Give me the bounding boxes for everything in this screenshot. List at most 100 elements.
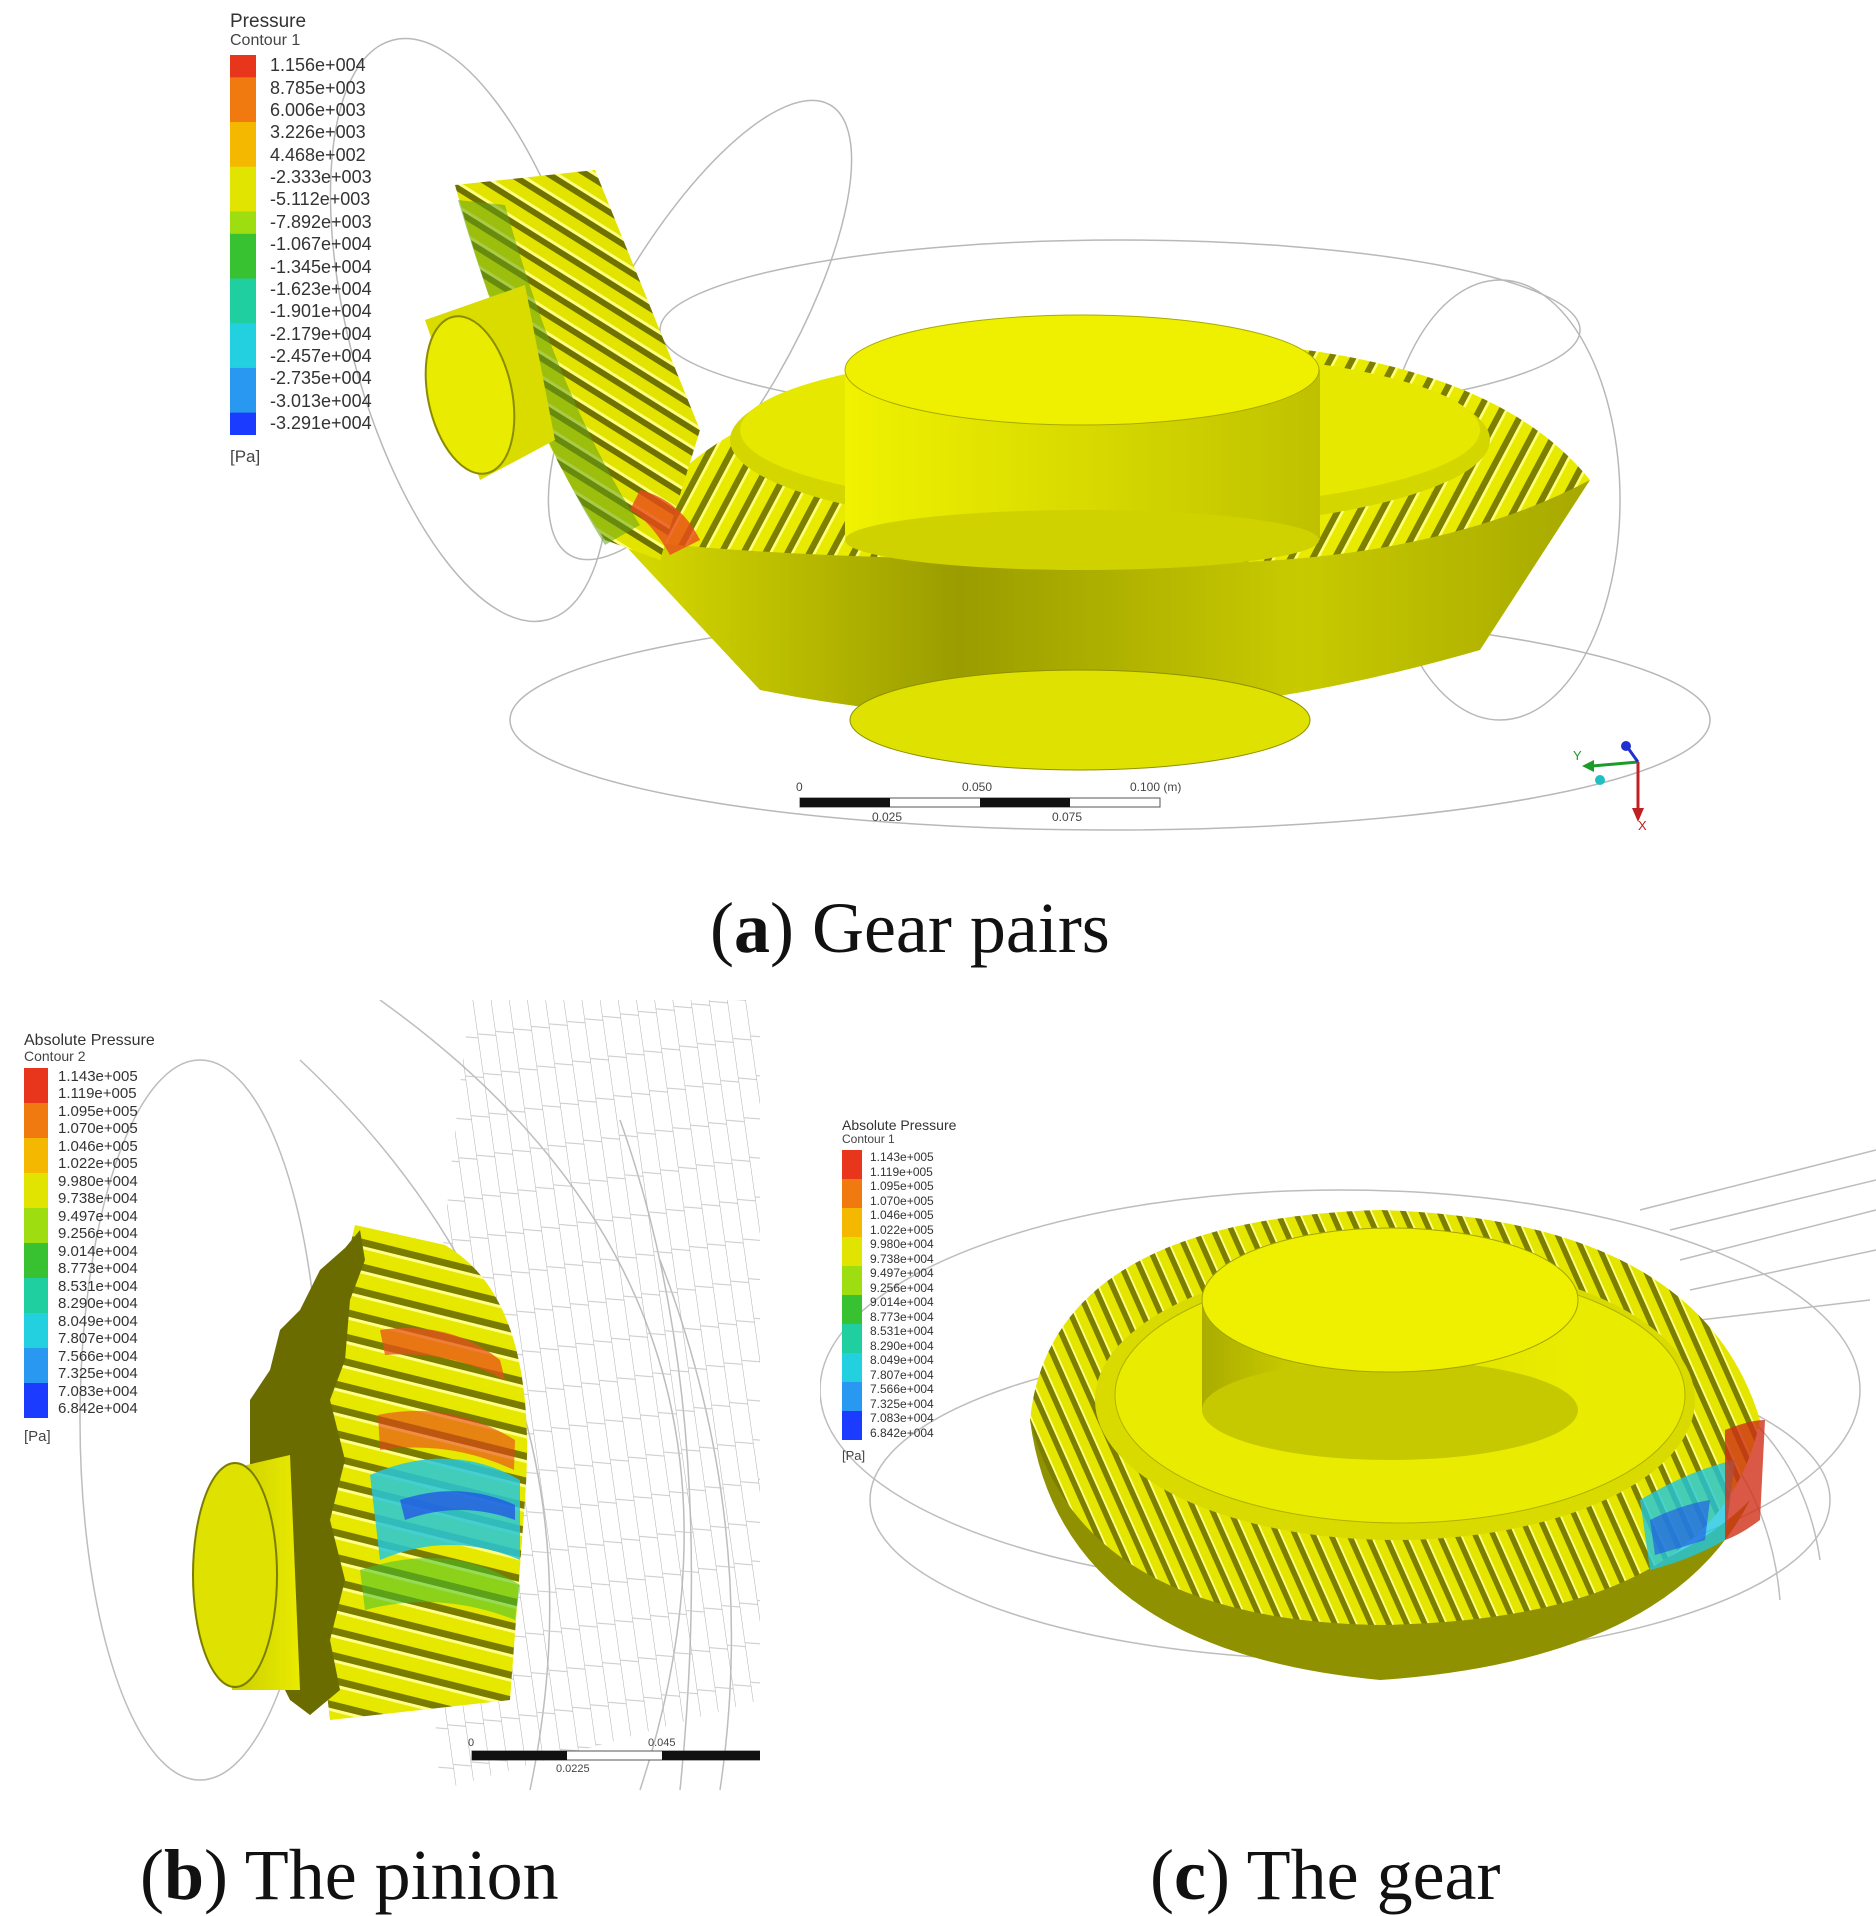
legend-tick-label: -1.901e+004 — [270, 301, 372, 322]
colorbar-segment — [842, 1396, 862, 1412]
legend-c-colorbar — [842, 1150, 862, 1440]
colorbar-segment — [842, 1425, 862, 1440]
legend-tick-label: 7.566e+004 — [870, 1382, 934, 1397]
pinion-lowest-pressure-zone — [400, 1491, 515, 1520]
colorbar-segment — [24, 1400, 48, 1418]
pinion-high-pressure-zone — [380, 1328, 505, 1380]
caption-c: (c) The gear — [1150, 1835, 1501, 1915]
legend-tick-label: -1.623e+004 — [270, 278, 372, 299]
colorbar-segment — [230, 256, 256, 280]
legend-tick-label: -2.333e+003 — [270, 167, 372, 188]
legend-tick-label: 7.807e+004 — [58, 1330, 138, 1348]
colorbar-segment — [230, 233, 256, 257]
colorbar-segment — [24, 1365, 48, 1384]
gear-central-hub-base — [845, 510, 1319, 570]
legend-tick-label: 7.325e+004 — [58, 1365, 138, 1383]
colorbar-segment — [230, 99, 256, 123]
colorbar-segment — [24, 1120, 48, 1139]
legend-tick-label: 8.531e+004 — [58, 1277, 138, 1295]
caption-a: (a) Gear pairs — [710, 888, 1110, 968]
colorbar-segment — [230, 144, 256, 168]
legend-title: Pressure — [230, 11, 307, 32]
legend-tick-label: 9.497e+004 — [58, 1207, 138, 1225]
colorbar-segment — [24, 1085, 48, 1104]
legend-tick-label: 9.014e+004 — [58, 1242, 138, 1260]
legend-tick-label: 6.006e+003 — [270, 100, 366, 121]
colorbar-segment — [24, 1295, 48, 1314]
legend-tick-label: 1.095e+005 — [58, 1102, 138, 1120]
legend-tick-label: 9.014e+004 — [870, 1295, 934, 1310]
colorbar-segment — [24, 1225, 48, 1244]
pinion-scene — [79, 1000, 760, 1790]
colorbar-segment — [842, 1338, 862, 1354]
pinion-shaft-end — [424, 315, 516, 475]
legend-colorbar — [230, 55, 256, 435]
colorbar-segment — [230, 211, 256, 235]
colorbar-segment — [24, 1173, 48, 1191]
pinion-contact-hotspot — [630, 490, 700, 555]
legend-tick-label: 1.022e+005 — [870, 1222, 934, 1237]
legend-tick-label: 7.083e+004 — [870, 1411, 934, 1426]
legend-unit: [Pa] — [230, 447, 261, 466]
scalebar-b-label-0: 0 — [468, 1737, 475, 1749]
gear-scene — [820, 1149, 1876, 1680]
pinion-high-pressure-zone-2 — [378, 1410, 515, 1470]
pinion-shaft-end — [192, 1462, 278, 1688]
legend-tick-label: 6.842e+004 — [58, 1400, 138, 1418]
scalebar-b-label-045: 0.045 — [648, 1737, 676, 1749]
legend-tick-label: 8.049e+004 — [870, 1353, 934, 1368]
legend-tick-label: 9.256e+004 — [58, 1225, 138, 1243]
colorbar-segment — [842, 1353, 862, 1368]
legend-c-unit: [Pa] — [842, 1448, 866, 1463]
legend-tick-label: 8.773e+004 — [58, 1260, 138, 1278]
legend-tick-label: 7.566e+004 — [58, 1347, 138, 1365]
legend-tick-label: -7.892e+003 — [270, 211, 372, 232]
legend-tick-label: -1.067e+004 — [270, 234, 372, 255]
colorbar-segment — [24, 1138, 48, 1156]
colorbar-segment — [230, 278, 256, 302]
colorbar-segment — [842, 1222, 862, 1238]
legend-tick-label: 4.468e+002 — [270, 144, 366, 165]
colorbar-segment — [842, 1367, 862, 1383]
legend-tick-label: 1.119e+005 — [870, 1164, 933, 1179]
caption-c-text: The gear — [1246, 1835, 1501, 1915]
legend-tick-label: 1.022e+005 — [58, 1155, 138, 1173]
legend-c-title: Absolute Pressure — [842, 1117, 957, 1133]
legend-tick-label: 8.531e+004 — [870, 1324, 934, 1339]
gear-lowest-pressure-zone — [1650, 1500, 1710, 1555]
legend-tick-label: 9.738e+004 — [870, 1251, 934, 1266]
legend-tick-label: 1.046e+005 — [870, 1208, 934, 1223]
legend-tick-label: 1.156e+004 — [270, 55, 366, 76]
legend-tick-label: 1.119e+005 — [58, 1085, 137, 1103]
legend-tick-label: -2.735e+004 — [270, 368, 372, 389]
colorbar-segment — [842, 1309, 862, 1325]
legend-b-title: Absolute Pressure — [24, 1032, 155, 1049]
legend-tick-label: 8.049e+004 — [58, 1312, 138, 1330]
colorbar-segment — [24, 1278, 48, 1296]
pinion-mid-pressure-zone — [360, 1558, 520, 1620]
colorbar-segment — [842, 1324, 862, 1339]
gear-central-hub-top — [844, 314, 1320, 426]
colorbar-segment — [230, 122, 256, 145]
pinion-green-shading — [458, 200, 640, 545]
caption-b: (b) The pinion — [140, 1835, 559, 1915]
legend-tick-label: -3.291e+004 — [270, 413, 372, 434]
colorbar-segment — [842, 1164, 862, 1180]
colorbar-segment — [24, 1330, 48, 1349]
legend-b-unit: [Pa] — [24, 1428, 51, 1445]
legend-tick-label: 7.807e+004 — [870, 1367, 934, 1382]
colorbar-segment — [230, 323, 256, 347]
legend-tick-label: -2.457e+004 — [270, 345, 372, 366]
legend-tick-label: 9.980e+004 — [870, 1237, 934, 1252]
legend-tick-label: 8.773e+004 — [870, 1309, 934, 1324]
caption-b-text: The pinion — [244, 1835, 559, 1915]
gear-central-hub-base — [1202, 1360, 1578, 1460]
gear-central-hub-top — [1201, 1227, 1579, 1373]
axis-label-x: X — [1638, 818, 1647, 833]
legend-tick-label: -5.112e+003 — [270, 189, 371, 210]
caption-c-letter: c — [1173, 1835, 1206, 1915]
